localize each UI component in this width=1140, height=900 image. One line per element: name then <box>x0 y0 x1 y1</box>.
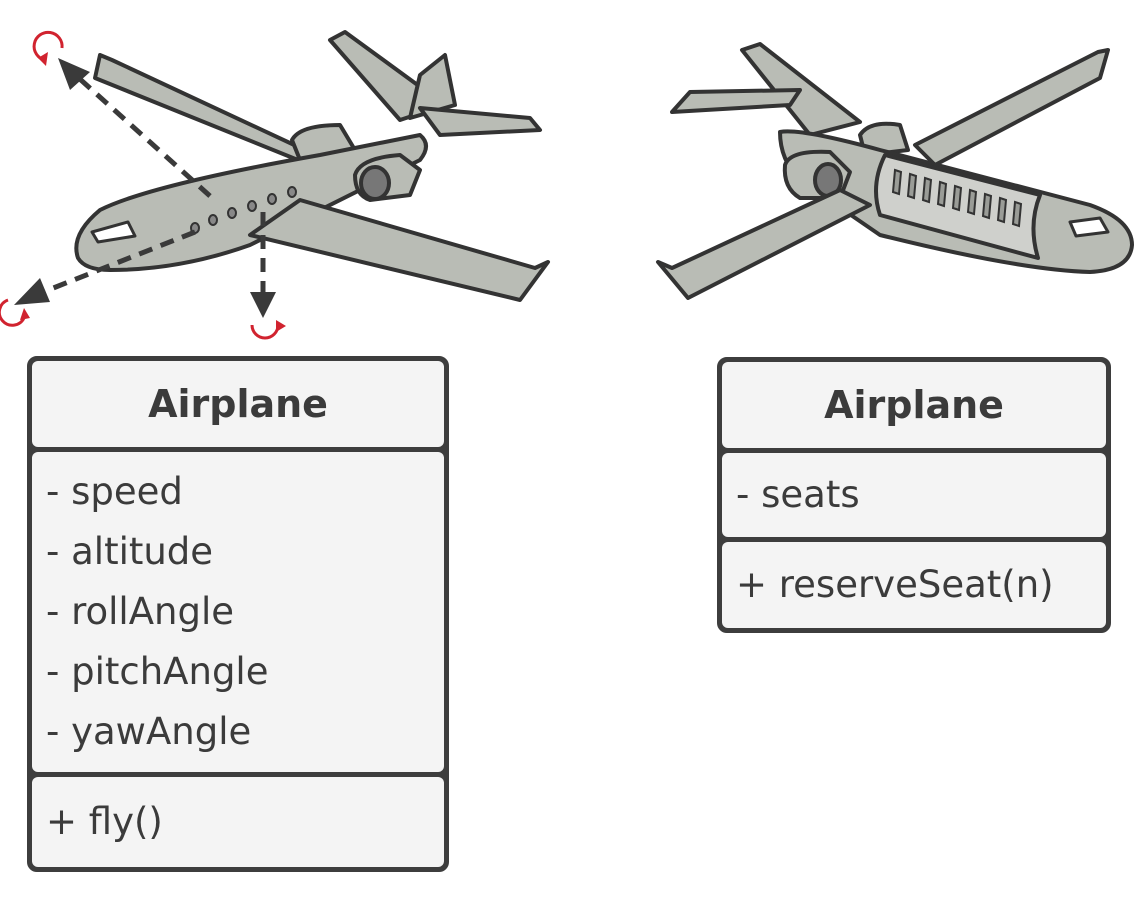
method-fly: + fly() <box>46 800 163 843</box>
airplane-illustrations <box>0 30 1134 340</box>
class-name-box: Airplane <box>32 361 444 447</box>
uml-class-airplane-booking: Airplane - seats + reserveSeat(n) <box>717 357 1111 633</box>
rotation-axes <box>27 70 266 301</box>
attribute-seats: - seats <box>736 473 860 516</box>
method-reserve-seat: + reserveSeat(n) <box>736 563 1054 606</box>
attribute-speed: - speed <box>46 470 183 513</box>
attribute-yaw-angle: - yawAngle <box>46 710 252 753</box>
methods-box: + reserveSeat(n) <box>722 542 1106 628</box>
attribute-altitude: - altitude <box>46 530 214 573</box>
seat-rows <box>891 168 1023 228</box>
uml-class-airplane-flight: Airplane - speed - altitude - rollAngle … <box>27 356 449 872</box>
attribute-roll-angle: - rollAngle <box>46 590 234 633</box>
class-name: Airplane <box>148 382 328 426</box>
attributes-box: - speed - altitude - rollAngle - pitchAn… <box>32 452 444 772</box>
attribute-pitch-angle: - pitchAngle <box>46 650 269 693</box>
left-airplane-illustration <box>74 30 550 302</box>
class-name-box: Airplane <box>722 362 1106 448</box>
attributes-box: - seats <box>722 453 1106 537</box>
methods-box: + fly() <box>32 777 444 867</box>
class-name: Airplane <box>824 383 1004 427</box>
